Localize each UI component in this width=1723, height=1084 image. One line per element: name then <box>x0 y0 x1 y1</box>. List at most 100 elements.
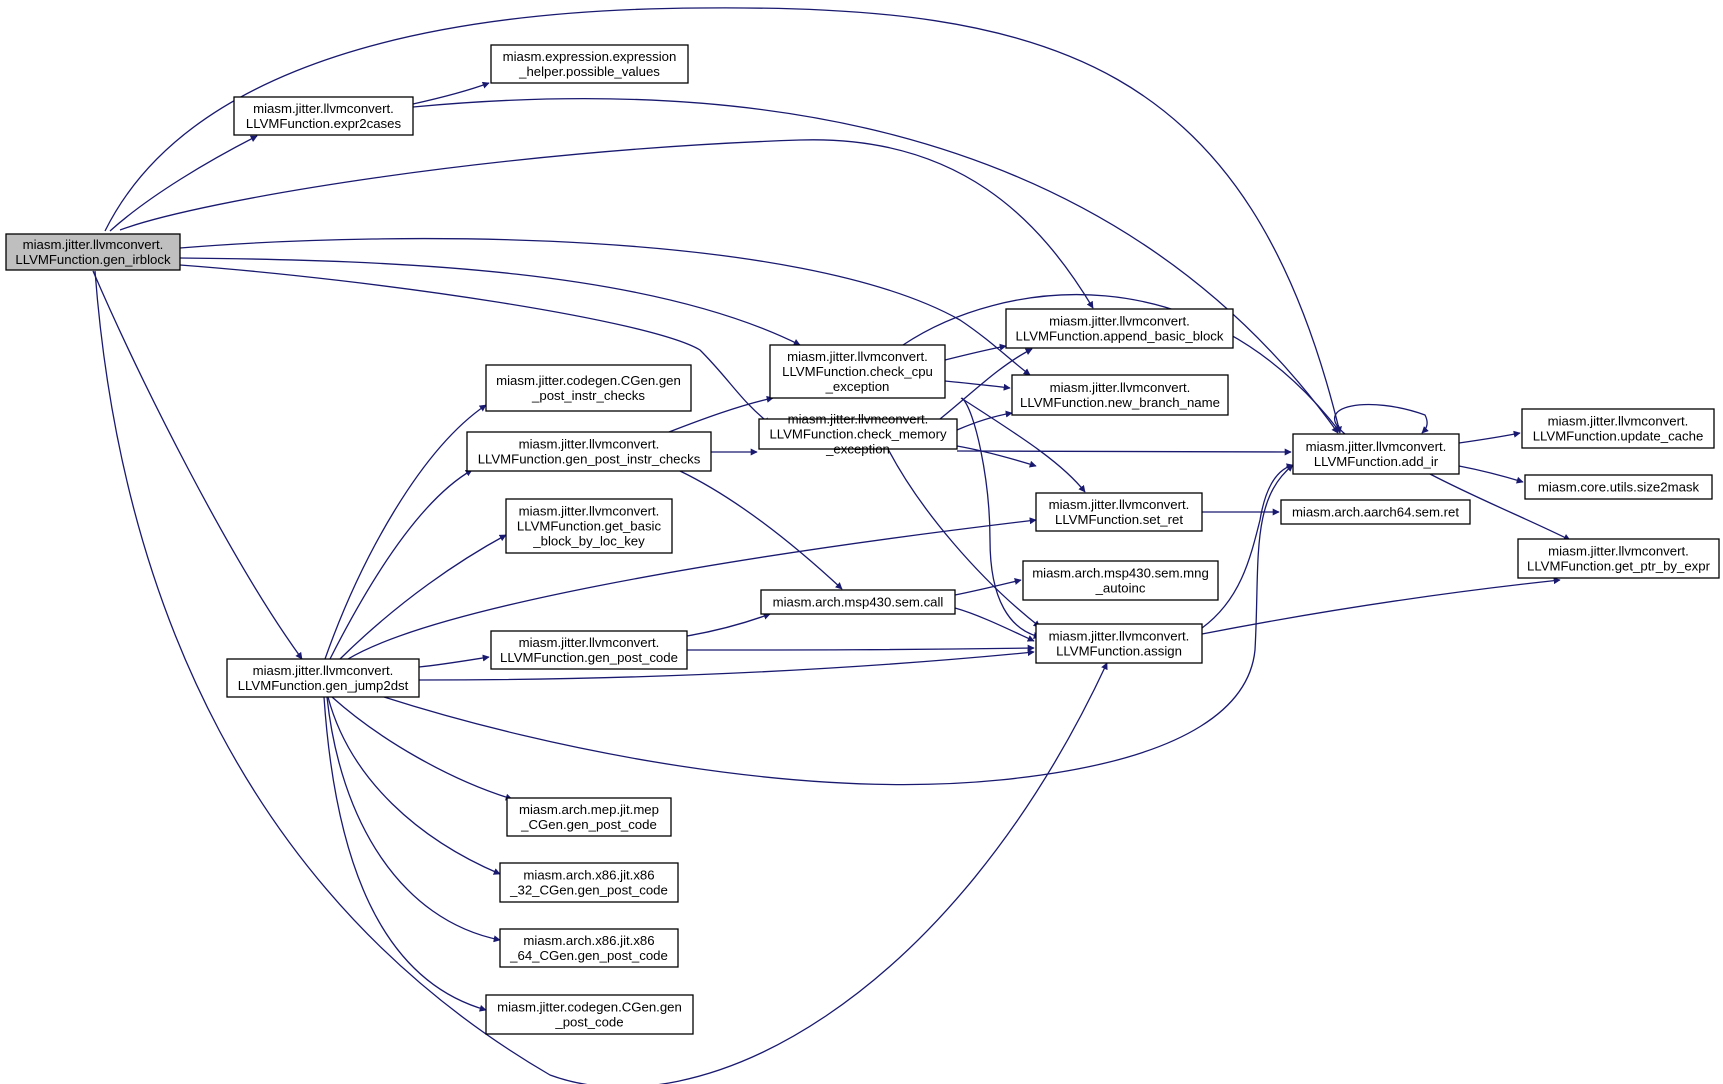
edge-line <box>109 135 258 232</box>
node-check_memory_exception[interactable]: miasm.jitter.llvmconvert.LLVMFunction.ch… <box>758 412 958 457</box>
edge-check_memory_exception-to-set_ret <box>956 445 1037 468</box>
node-assign[interactable]: miasm.jitter.llvmconvert.LLVMFunction.as… <box>1035 623 1203 664</box>
node-box <box>233 96 414 136</box>
edge-gen_irblock-to-add_ir <box>104 7 1342 434</box>
edge-gen_post_instr_checks-to-msp430_call <box>679 470 843 590</box>
node-label-line: miasm.jitter.llvmconvert. <box>1306 439 1447 454</box>
node-size2mask[interactable]: miasm.core.utils.size2mask <box>1524 474 1713 500</box>
node-label-line: LLVMFunction.set_ret <box>1055 512 1183 527</box>
node-label-line: miasm.jitter.llvmconvert. <box>519 437 660 452</box>
node-cgen_gen_post_instr_checks[interactable]: miasm.jitter.codegen.CGen.gen_post_instr… <box>485 364 692 412</box>
node-get_ptr_by_expr[interactable]: miasm.jitter.llvmconvert.LLVMFunction.ge… <box>1517 538 1720 579</box>
edge-check_cpu_exception-to-append_basic_block <box>944 343 1007 361</box>
node-box <box>1524 474 1713 500</box>
edge-gen_irblock-to-check_memory_exception <box>179 264 771 425</box>
edge-line <box>329 469 473 660</box>
edge-gen_jump2dst-to-mep_gen_post_code <box>331 696 513 801</box>
node-gen_post_instr_checks[interactable]: miasm.jitter.llvmconvert.LLVMFunction.ge… <box>466 431 712 472</box>
node-add_ir[interactable]: miasm.jitter.llvmconvert.LLVMFunction.ad… <box>1292 433 1460 475</box>
node-box <box>506 797 672 837</box>
node-box <box>1022 560 1219 601</box>
node-label-line: LLVMFunction.add_ir <box>1314 454 1439 469</box>
edge-expr2cases-to-possible_values <box>412 81 490 105</box>
node-gen_jump2dst[interactable]: miasm.jitter.llvmconvert.LLVMFunction.ge… <box>226 658 420 698</box>
node-mep_gen_post_code[interactable]: miasm.arch.mep.jit.mep_CGen.gen_post_cod… <box>506 797 672 837</box>
node-label-line: miasm.jitter.llvmconvert. <box>253 101 394 116</box>
node-box <box>758 418 958 450</box>
node-gen_post_code[interactable]: miasm.jitter.llvmconvert.LLVMFunction.ge… <box>490 630 688 670</box>
node-label-line: LLVMFunction.gen_jump2dst <box>238 678 409 693</box>
edge-gen_post_instr_checks-to-check_cpu_exception <box>668 395 774 433</box>
node-cgen_gen_post_code[interactable]: miasm.jitter.codegen.CGen.gen_post_code <box>485 994 694 1035</box>
edge-gen_jump2dst-to-assign <box>418 649 1035 681</box>
node-update_cache[interactable]: miasm.jitter.llvmconvert.LLVMFunction.up… <box>1521 408 1715 449</box>
node-box <box>1292 433 1460 475</box>
edge-msp430_call-to-assign <box>954 607 1035 642</box>
edge-line <box>954 578 1022 596</box>
edge-check_cpu_exception-to-new_branch_name <box>944 380 1011 391</box>
node-box <box>485 994 694 1035</box>
node-box <box>226 658 420 698</box>
node-check_cpu_exception[interactable]: miasm.jitter.llvmconvert.LLVMFunction.ch… <box>769 344 946 399</box>
node-get_basic_block_by_loc_key[interactable]: miasm.jitter.llvmconvert.LLVMFunction.ge… <box>505 498 673 554</box>
edge-check_cpu_exception-to-add_ir <box>902 294 1341 433</box>
edge-check_memory_exception-to-append_basic_block <box>939 348 1033 420</box>
edge-gen_jump2dst-to-x86_64_gen_post_code <box>326 696 501 943</box>
edge-line <box>418 649 1035 681</box>
edge-line <box>944 380 1011 391</box>
node-box <box>1521 408 1715 449</box>
node-append_basic_block[interactable]: miasm.jitter.llvmconvert.LLVMFunction.ap… <box>1005 308 1234 349</box>
edge-line <box>92 270 303 660</box>
node-msp430_call[interactable]: miasm.arch.msp430.sem.call <box>760 589 956 615</box>
node-label-line: miasm.arch.msp430.sem.mng <box>1032 566 1209 581</box>
edge-add_ir-to-get_ptr_by_expr <box>1429 473 1571 541</box>
edge-line <box>1458 465 1524 484</box>
node-box <box>1005 308 1234 349</box>
edge-line <box>1334 403 1429 435</box>
node-label-line: LLVMFunction.gen_post_instr_checks <box>478 452 701 467</box>
edge-gen_post_code-to-msp430_call <box>686 612 771 637</box>
node-box <box>485 364 692 412</box>
edge-check_memory_exception-to-assign <box>887 448 1041 628</box>
node-label-line: _exception <box>825 442 890 457</box>
node-label-line: miasm.arch.mep.jit.mep <box>519 802 659 817</box>
node-aarch64_ret[interactable]: miasm.arch.aarch64.sem.ret <box>1280 499 1471 525</box>
node-label-line: miasm.jitter.llvmconvert. <box>519 504 660 519</box>
node-new_branch_name[interactable]: miasm.jitter.llvmconvert.LLVMFunction.ne… <box>1011 374 1229 416</box>
node-label-line: LLVMFunction.gen_post_code <box>500 650 678 665</box>
node-box <box>1011 374 1229 416</box>
node-label-line: miasm.jitter.llvmconvert. <box>788 412 929 427</box>
node-set_ret[interactable]: miasm.jitter.llvmconvert.LLVMFunction.se… <box>1035 492 1203 532</box>
edge-line <box>956 448 1292 456</box>
edge-line <box>179 257 801 346</box>
node-label-line: _post_instr_checks <box>531 388 645 403</box>
node-box <box>1035 623 1203 664</box>
edge-gen_jump2dst-to-add_ir <box>383 464 1294 786</box>
node-box <box>769 344 946 399</box>
edge-line <box>412 81 490 105</box>
node-label-line: miasm.jitter.llvmconvert. <box>519 635 660 650</box>
edge-gen_irblock-to-new_branch_name <box>179 237 1031 376</box>
node-x86_32_gen_post_code[interactable]: miasm.arch.x86.jit.x86_32_CGen.gen_post_… <box>499 862 679 903</box>
edge-gen_jump2dst-to-gen_post_instr_checks <box>329 469 473 660</box>
edge-line <box>331 696 513 801</box>
edge-gen_jump2dst-to-get_basic_block_by_loc_key <box>339 534 507 660</box>
edge-line <box>383 464 1294 786</box>
node-box <box>1035 492 1203 532</box>
node-possible_values[interactable]: miasm.expression.expression_helper.possi… <box>490 44 689 84</box>
edge-line <box>412 97 1339 434</box>
node-box <box>1517 538 1720 579</box>
edges-layer <box>92 7 1571 1084</box>
node-expr2cases[interactable]: miasm.jitter.llvmconvert.LLVMFunction.ex… <box>233 96 414 136</box>
node-gen_irblock[interactable]: miasm.jitter.llvmconvert.LLVMFunction.ge… <box>5 233 181 271</box>
edge-line <box>679 470 843 590</box>
node-label-line: LLVMFunction.get_basic <box>517 519 662 534</box>
node-box <box>1280 499 1471 525</box>
edge-gen_irblock-to-append_basic_block <box>119 139 1094 309</box>
node-mng_autoinc[interactable]: miasm.arch.msp430.sem.mng_autoinc <box>1022 560 1219 601</box>
edge-check_cpu_exception-to-set_ret <box>960 397 1086 493</box>
edge-assign-to-add_ir <box>1201 463 1294 629</box>
node-label-line: _block_by_loc_key <box>532 534 645 549</box>
node-x86_64_gen_post_code[interactable]: miasm.arch.x86.jit.x86_64_CGen.gen_post_… <box>499 928 679 968</box>
